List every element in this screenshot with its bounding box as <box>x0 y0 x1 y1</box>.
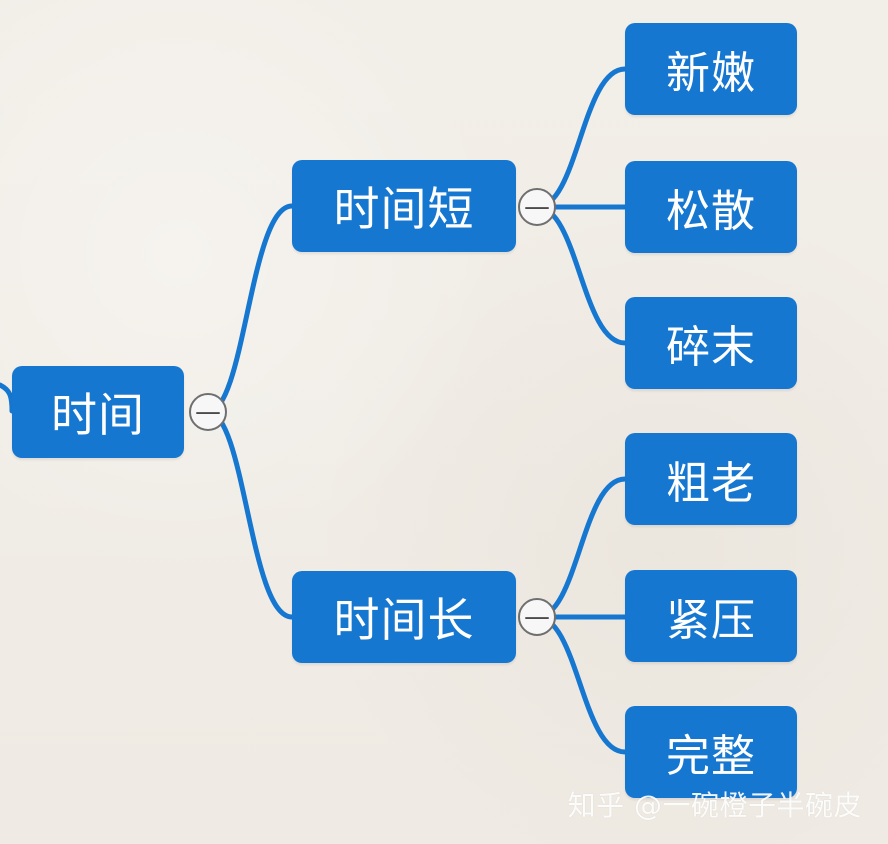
connector-short-to-leaf-1 <box>534 66 628 210</box>
mindmap-leaf-label: 紧压 <box>666 595 756 646</box>
collapse-icon: — <box>195 397 221 427</box>
mindmap-leaf-fragments[interactable]: 碎末 <box>625 297 797 389</box>
mindmap-node-long-time[interactable]: 时间长 <box>292 571 516 663</box>
watermark-text: 知乎 @一碗橙子半碗皮 <box>567 789 862 822</box>
mindmap-leaf-complete[interactable]: 完整 <box>625 706 797 798</box>
left-edge-connector <box>0 382 15 414</box>
mindmap-leaf-coarse[interactable]: 粗老 <box>625 433 797 525</box>
mindmap-leaf-label: 新嫩 <box>666 48 756 99</box>
connector-root-to-long <box>205 409 295 620</box>
connector-long-to-leaf-6 <box>534 614 628 755</box>
mindmap-root-node[interactable]: 时间 <box>12 366 184 458</box>
mindmap-leaf-label: 粗老 <box>666 458 756 509</box>
mindmap-leaf-loose[interactable]: 松散 <box>625 161 797 253</box>
mindmap-leaf-label: 碎末 <box>666 322 756 373</box>
mindmap-leaf-compressed[interactable]: 紧压 <box>625 570 797 662</box>
connector-long-to-leaf-4 <box>534 476 628 620</box>
mindmap-node-long-time-label: 时间长 <box>333 593 475 647</box>
mindmap-leaf-tender[interactable]: 新嫩 <box>625 23 797 115</box>
collapse-toggle-long-time[interactable]: — <box>518 598 556 636</box>
collapse-toggle-short-time[interactable]: — <box>518 188 556 226</box>
mindmap-node-short-time-label: 时间短 <box>333 182 475 236</box>
mindmap-leaf-label: 松散 <box>666 186 756 237</box>
collapse-icon: — <box>524 192 550 222</box>
connector-short-to-leaf-3 <box>534 204 628 346</box>
mindmap-root-label: 时间 <box>51 388 145 442</box>
mindmap-node-short-time[interactable]: 时间短 <box>292 160 516 252</box>
connector-root-to-short <box>205 203 295 415</box>
collapse-icon: — <box>524 602 550 632</box>
collapse-toggle-root[interactable]: — <box>189 393 227 431</box>
mindmap-leaf-label: 完整 <box>666 731 756 782</box>
